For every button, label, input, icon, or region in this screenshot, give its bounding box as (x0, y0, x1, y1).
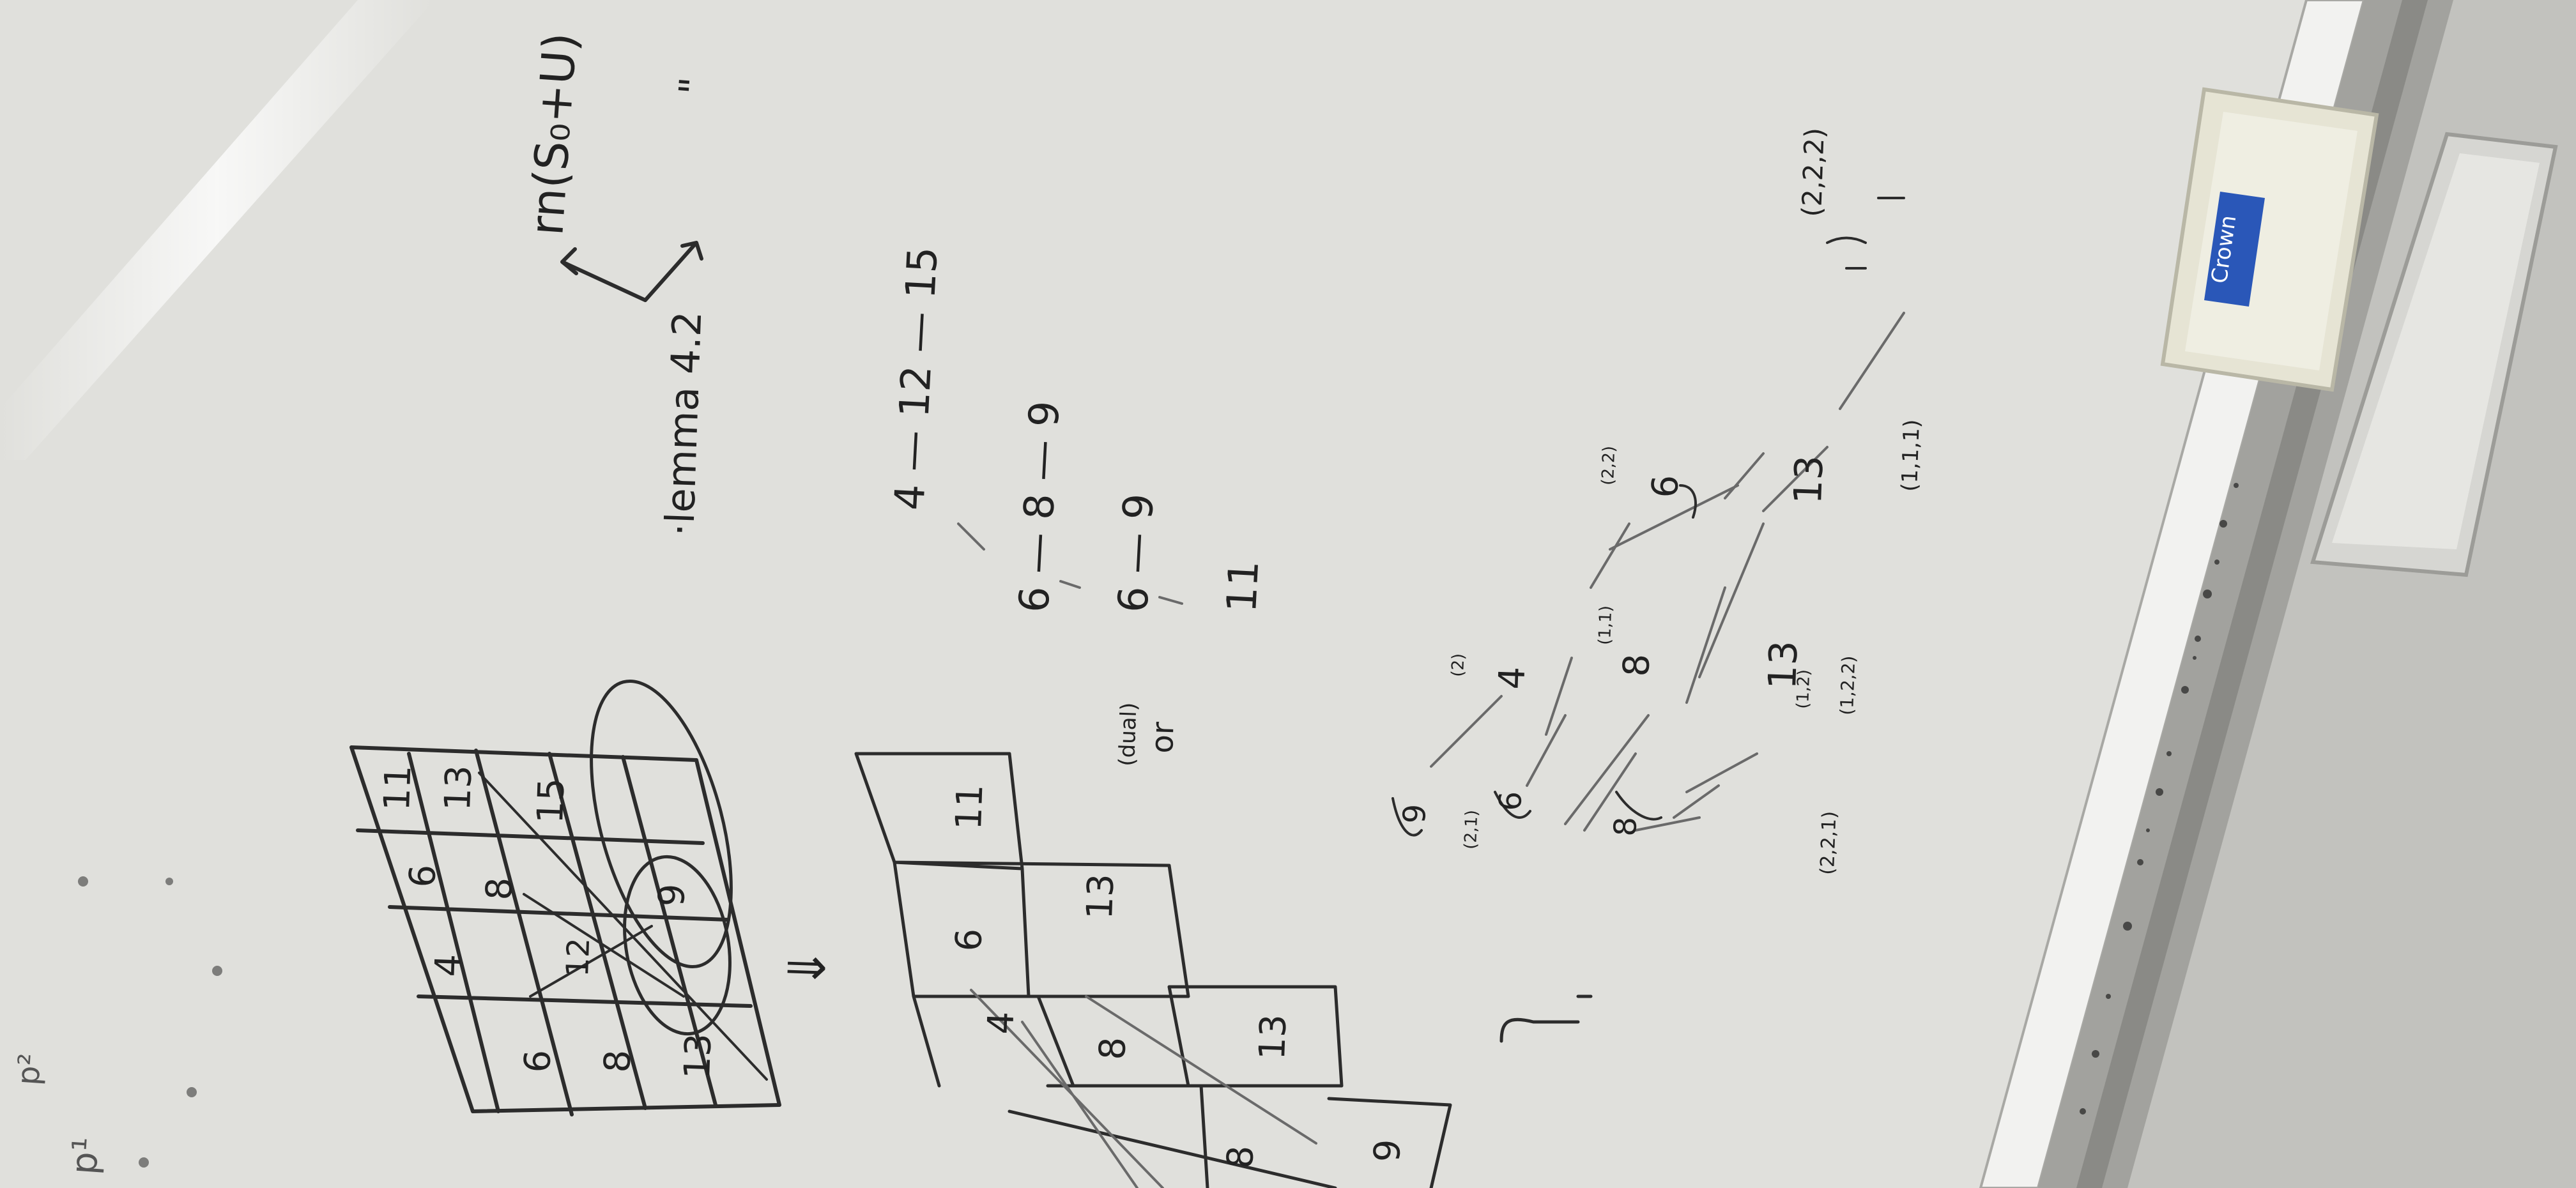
poset-node-6b: 6 (1492, 791, 1529, 811)
poset-node-8a: 8 (1616, 653, 1658, 678)
chain-line-2: 6 — 8 — 9 (1011, 400, 1069, 614)
grid-cell-1: 11 (376, 765, 419, 811)
shape-cell-5: 8 (1092, 1037, 1134, 1061)
shape-cell-3: 6 (948, 928, 990, 952)
eraser-brand-label (2204, 192, 2265, 307)
ditto-mark: " (671, 76, 717, 96)
partition-label-111: (1,1,1) (1897, 419, 1925, 492)
poset-node-13a: 13 (1786, 455, 1832, 505)
partition-label-21: (2,1) (1461, 810, 1482, 850)
shape-cell-4: 13 (1079, 873, 1122, 920)
partition-label-22: (2,2) (1598, 446, 1619, 486)
grid-cell-10: 8 (597, 1049, 639, 1074)
chain-line-4: 11 (1218, 560, 1268, 614)
dual-note: (dual) (1114, 702, 1142, 766)
partition-label-221: (2,2,1) (1816, 811, 1841, 875)
shape-cell-7: 8 (1220, 1145, 1262, 1169)
light-glare (0, 0, 434, 460)
partition-label-12: (1,2) (1793, 669, 1814, 710)
or-word: or (1144, 721, 1181, 754)
poset-diagram: 4 8 6 13 13 6 8 9 (2) (1,1) (2,2) (2,1) … (1392, 127, 1925, 1043)
poset-node-8b: 8 (1607, 816, 1644, 837)
whiteboard-eraser[interactable]: Crown (2160, 87, 2379, 392)
shape-cell-2: 4 (980, 1011, 1022, 1035)
shape-cell-8: 9 (1367, 1139, 1409, 1163)
poset-node-6a: 6 (1644, 475, 1687, 499)
grid-cell-8: 12 (560, 937, 597, 977)
chain-line-3: 6 — 9 (1110, 492, 1163, 614)
partition-label-11: (1,1) (1595, 605, 1616, 646)
grid-cell-6: 9 (651, 883, 693, 908)
poset-node-4: 4 (1491, 666, 1533, 690)
corner-mark-p2: p² (10, 1052, 48, 1086)
grid-cell-7: 4 (427, 954, 470, 978)
shape-cell-6: 13 (1252, 1014, 1294, 1060)
grid-cell-9: 6 (517, 1049, 559, 1074)
grid-cell-5: 8 (479, 877, 521, 901)
lemma-arrow-icon (560, 241, 703, 302)
whiteboard-surface (0, 0, 2306, 1188)
shape-diagram: 11 4 6 13 8 13 8 9 (854, 752, 1452, 1188)
partition-label-2: (2) (1448, 653, 1468, 677)
grid-cell-2: 13 (437, 765, 480, 811)
poset-node-9: 9 (1397, 803, 1433, 824)
handwriting: ·lemma 4.2 rn(S₀+U) " 4 — 12 — 15 6 — 8 … (10, 31, 1925, 1188)
shape-cell-1: 11 (948, 784, 991, 830)
grid-cell-4: 6 (402, 864, 444, 888)
lemma-label: ·lemma 4.2 (656, 310, 710, 537)
poset-node-13b: 13 (1760, 640, 1807, 690)
partition-label-122: (1,2,2) (1836, 655, 1859, 715)
grid-cell-11: 13 (677, 1033, 719, 1079)
implies-arrow: ⇓ (777, 945, 838, 990)
number-grid: 11 13 15 6 8 9 4 12 6 8 13 (349, 679, 781, 1116)
grid-cell-3: 15 (530, 777, 572, 824)
partition-label-222: (2,2,2) (1796, 127, 1830, 217)
corner-mark-p1: p¹ (63, 1136, 107, 1176)
